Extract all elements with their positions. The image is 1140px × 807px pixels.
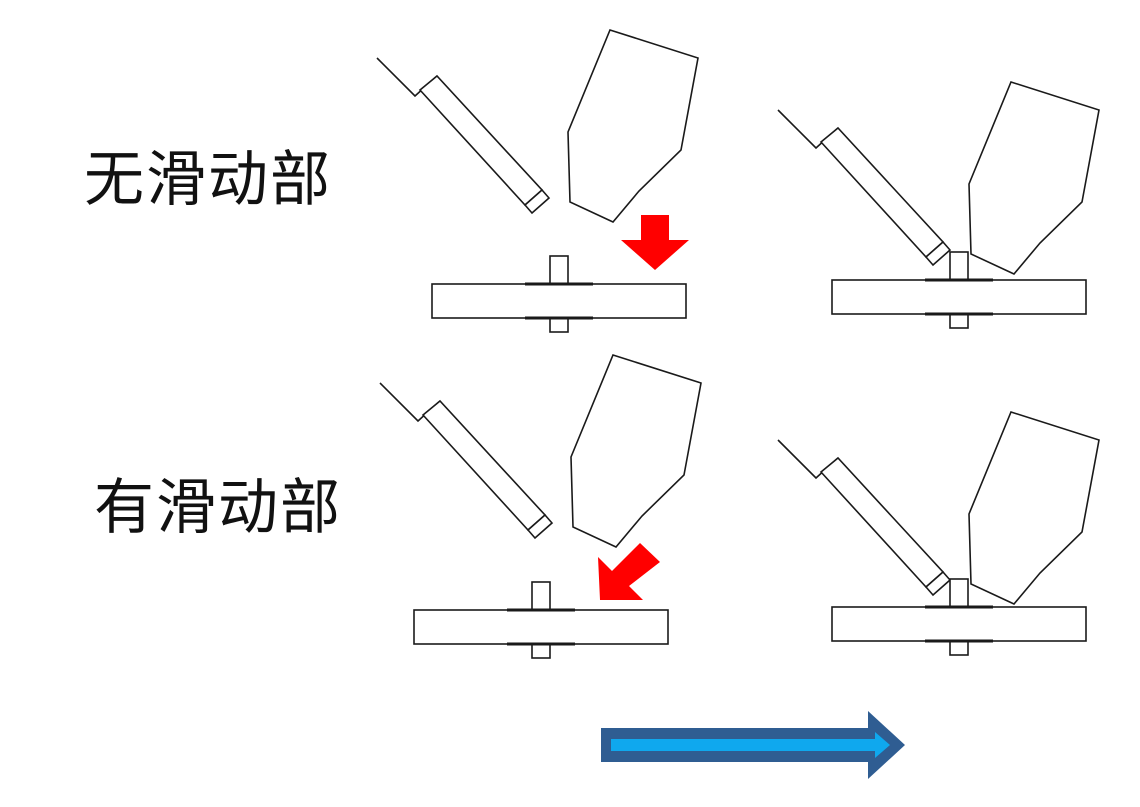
row2-after-tool [777,411,1100,605]
row2-before-panel [379,354,702,660]
row1-before-board [430,254,688,334]
row1-after-tool [777,81,1100,275]
row2-after-board [830,577,1088,657]
row2-before-tool [379,354,702,548]
row2-after-panel [777,411,1100,657]
row1-down-arrow [621,215,689,270]
row1-after-board [830,250,1088,330]
row1-before-tool [376,29,699,223]
flow-right-arrow [601,711,905,779]
row1-before-panel [376,29,699,334]
row1-after-panel [777,81,1100,330]
row-label-no-sliding: 无滑动部 [84,145,332,215]
row-label-with-sliding: 有滑动部 [94,473,342,543]
row2-diagonal-arrow [598,543,660,600]
